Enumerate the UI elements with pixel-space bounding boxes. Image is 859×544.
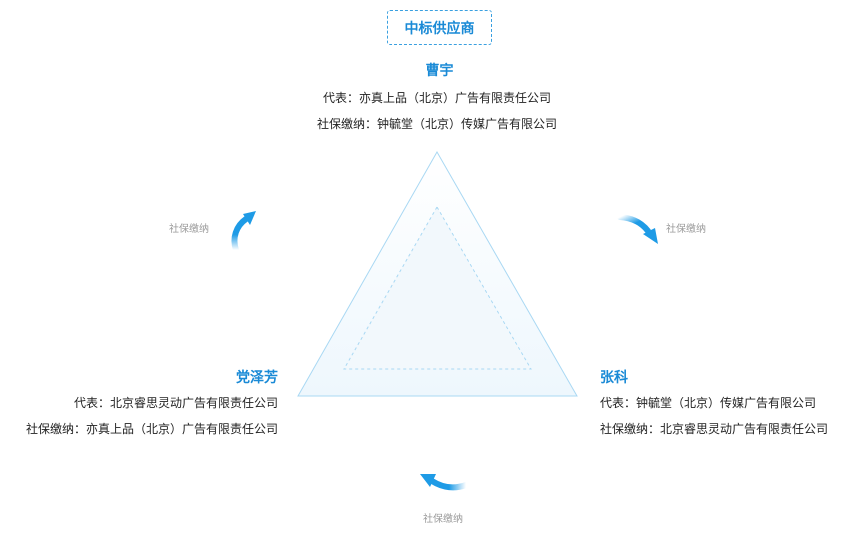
curved-arrow-right-icon xyxy=(617,214,658,244)
left-node-rep-value: 北京睿思灵动广告有限责任公司 xyxy=(109,396,278,410)
flow-label-left: 社保缴纳 xyxy=(169,224,209,235)
top-node-rep: 代表：亦真上品（北京）广告有限责任公司 xyxy=(287,89,587,106)
right-node-rep-label: 代表： xyxy=(600,396,637,410)
flow-label-right: 社保缴纳 xyxy=(666,224,706,235)
left-node-rep: 代表：北京睿思灵动广告有限责任公司 xyxy=(0,394,278,411)
left-node-ss: 社保缴纳：亦真上品（北京）广告有限责任公司 xyxy=(0,420,278,437)
winning-supplier-tag: 中标供应商 xyxy=(387,10,492,45)
top-node-rep-value: 亦真上品（北京）广告有限责任公司 xyxy=(359,91,552,105)
top-node-ss-label: 社保缴纳： xyxy=(316,117,377,131)
left-node-name: 党泽芳 xyxy=(236,370,278,386)
right-node-ss: 社保缴纳：北京睿思灵动广告有限责任公司 xyxy=(600,420,828,437)
top-node-rep-label: 代表： xyxy=(322,91,359,105)
right-node-ss-value: 北京睿思灵动广告有限责任公司 xyxy=(660,422,829,436)
left-node-rep-label: 代表： xyxy=(73,396,110,410)
right-node-name: 张科 xyxy=(600,370,628,386)
top-node-ss: 社保缴纳：钟毓堂（北京）传媒广告有限公司 xyxy=(287,115,587,132)
flow-label-bottom: 社保缴纳 xyxy=(423,514,463,525)
curved-arrow-left-icon xyxy=(231,211,256,253)
right-node-rep-value: 钟毓堂（北京）传媒广告有限公司 xyxy=(636,396,817,410)
right-node-ss-label: 社保缴纳： xyxy=(600,422,661,436)
top-node-ss-value: 钟毓堂（北京）传媒广告有限公司 xyxy=(377,117,558,131)
right-node-rep: 代表：钟毓堂（北京）传媒广告有限公司 xyxy=(600,394,816,411)
left-node-ss-value: 亦真上品（北京）广告有限责任公司 xyxy=(85,422,278,436)
curved-arrow-bottom-icon xyxy=(420,474,469,491)
top-node-name: 曹宇 xyxy=(425,63,454,79)
inner-triangle xyxy=(343,205,532,370)
left-node-ss-label: 社保缴纳： xyxy=(25,422,86,436)
